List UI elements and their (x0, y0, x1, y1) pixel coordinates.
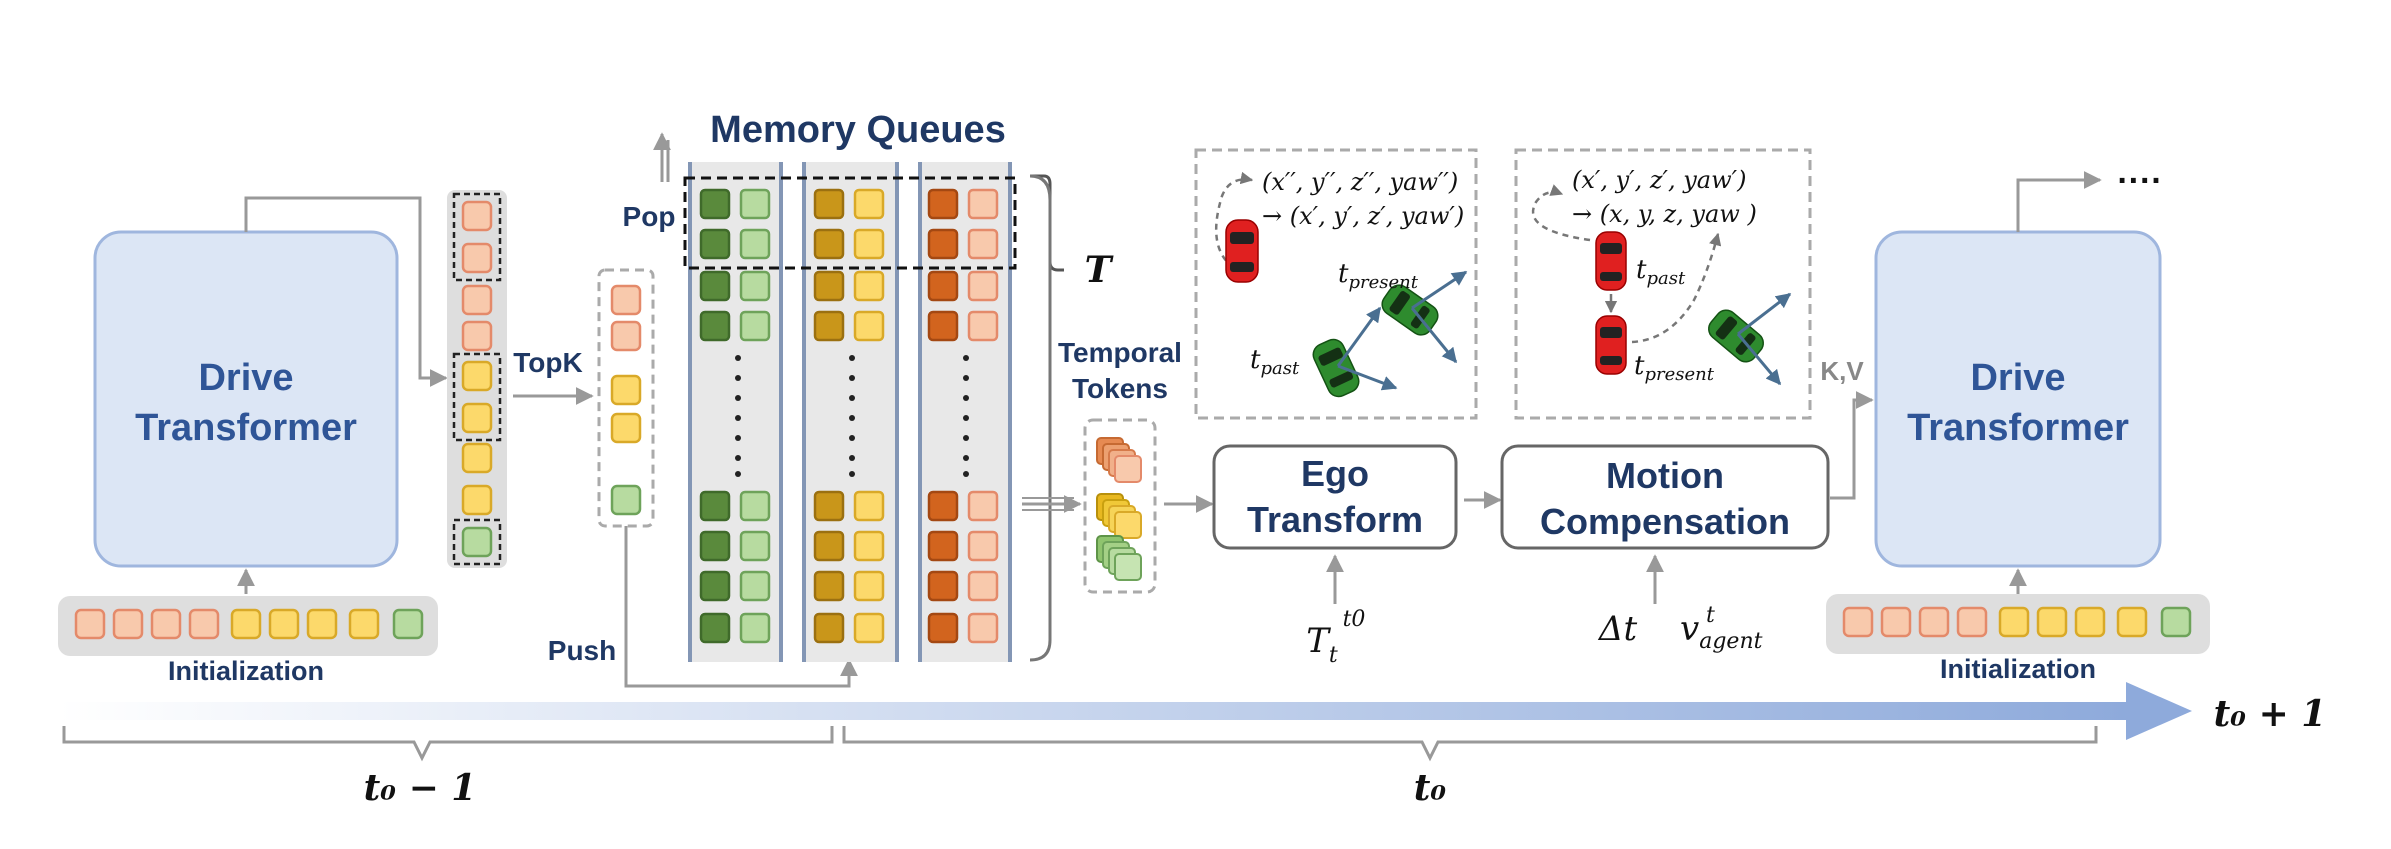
right-output-arrow (2016, 171, 2102, 232)
temporal-tokens (1083, 418, 1157, 594)
motion-panel-t-past: tpast (1636, 255, 1686, 289)
push-arrow (624, 526, 858, 688)
ego-transform-input-sup: t0 (1343, 607, 1366, 632)
push-label: Push (548, 635, 616, 666)
moving-car-past-icon (1595, 231, 1627, 291)
topk-selection-frame-2 (452, 352, 502, 442)
ego-panel-t-past: tpast (1250, 345, 1300, 379)
timeline: t₀ + 1 t₀ − 1 t₀ (58, 682, 2326, 809)
topk-selection-frame-3 (452, 518, 502, 566)
left-init-tokens (74, 608, 424, 640)
motion-comp-input-dt: Δt (1597, 609, 1638, 649)
right-init-label: Initialization (1940, 654, 2096, 684)
temporal-tokens-label-line1: Temporal (1058, 337, 1182, 368)
left-initialization: Initialization (58, 568, 438, 686)
moving-car-present-icon (1595, 315, 1627, 375)
ego-transform-box (1212, 444, 1458, 550)
left-drive-title-line2: Transformer (135, 407, 357, 449)
motion-compensation-panel: (x′, y′, z′, yaw′) → (x, y, z, yaw ) tpa… (1514, 148, 1812, 420)
memory-queue-2 (813, 188, 885, 644)
token-column (447, 190, 507, 568)
ego-car-icon (1225, 219, 1259, 283)
right-drive-title-line1: Drive (1970, 357, 2065, 399)
queue-bracket (1029, 174, 1052, 662)
ego-transform-panel: (x′′, y′′, z′′, yaw′′) → (x′, y′, z′, ya… (1194, 148, 1478, 420)
selected-tokens (597, 268, 655, 528)
memory-queue-1 (699, 188, 771, 644)
timeline-arrowhead (2126, 682, 2192, 740)
bracket-present (842, 726, 2098, 762)
left-drive-transformer-box (93, 230, 399, 568)
pop-label: Pop (623, 201, 676, 232)
pop-frame (683, 176, 1017, 270)
kv-label: K,V (1820, 356, 1864, 386)
left-drive-title-line1: Drive (198, 357, 293, 399)
memory-queues-title: Memory Queues (710, 109, 1006, 151)
t-bracket (1030, 174, 1064, 272)
motion-panel-eq1: (x′, y′, z′, yaw′) (1572, 166, 1746, 194)
topk-selection-frame-1 (452, 192, 502, 282)
ego-transform-line1: Ego (1301, 453, 1369, 494)
ego-panel-t-present: tpresent (1338, 259, 1419, 293)
left-init-label: Initialization (168, 656, 324, 686)
motion-panel-frame (1514, 148, 1812, 420)
timeline-bar (58, 702, 2128, 720)
left-output-arrow (244, 196, 448, 387)
right-initialization: Initialization (1826, 568, 2210, 684)
right-drive-transformer-box (1874, 230, 2162, 568)
right-drive-title-line2: Transformer (1907, 407, 2129, 449)
continuation-ellipsis: ···· (2117, 162, 2162, 200)
motion-compensation: Motion Compensation (1500, 444, 1830, 550)
memory-queues (683, 162, 1017, 662)
timeline-end-label: t₀ + 1 (2214, 693, 2327, 735)
motion-panel-eq2: → (x, y, z, yaw ) (1572, 200, 1757, 228)
agent-car-past-icon (1312, 338, 1360, 398)
timeline-past-label: t₀ − 1 (364, 767, 477, 809)
right-drive-transformer: Drive Transformer (1874, 230, 2162, 568)
timeline-present-label: t₀ (1414, 767, 1447, 809)
bracket-past (62, 726, 834, 762)
ego-transform: Ego Transform (1212, 444, 1458, 550)
motion-comp-input-v-sup: t (1706, 603, 1715, 628)
memory-queue-3 (927, 188, 999, 644)
motion-comp-line1: Motion (1606, 455, 1724, 496)
t-label: T (1085, 249, 1114, 291)
motion-comp-input-v: vagent (1680, 609, 1763, 654)
ego-panel-eq2: → (x′, y′, z′, yaw′) (1262, 202, 1464, 230)
motion-compensation-box (1500, 444, 1830, 550)
motion-comp-line2: Compensation (1540, 501, 1790, 542)
ego-transform-input-label: Tt (1306, 621, 1338, 668)
ego-panel-eq1: (x′′, y′′, z′′, yaw′′) (1262, 168, 1458, 196)
temporal-tokens-label-line2: Tokens (1072, 373, 1168, 404)
ego-transform-line2: Transform (1247, 499, 1423, 540)
motion-panel-t-present: tpresent (1634, 351, 1715, 385)
left-drive-transformer: Drive Transformer (93, 230, 399, 568)
right-init-tokens (1842, 606, 2192, 638)
memory-queue-bg (690, 162, 1010, 662)
topk-label: TopK (513, 347, 582, 378)
kv-arrow (1830, 391, 1874, 500)
